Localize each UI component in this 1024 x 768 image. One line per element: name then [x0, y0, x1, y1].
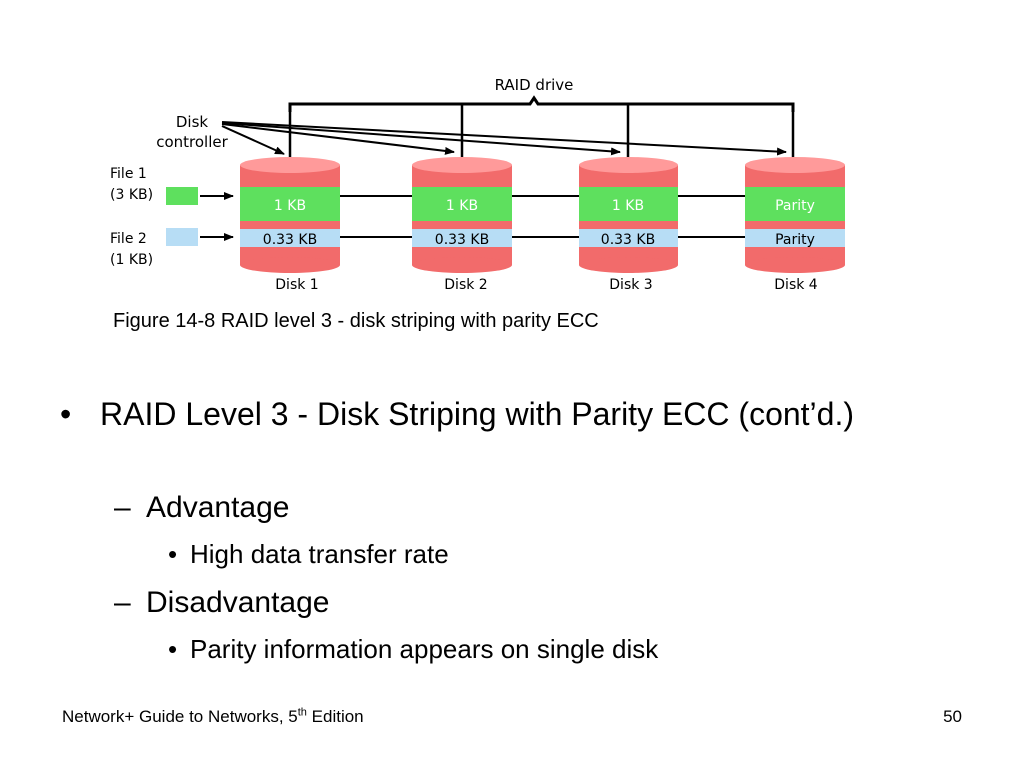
sub-bullet-advantage-text: Advantage	[146, 491, 290, 524]
bullet-dot: •	[60, 396, 72, 432]
page-number: 50	[943, 707, 962, 726]
disk-3: 1 KB 0.33 KB Disk 3	[579, 157, 678, 293]
raid-drive-label: RAID drive	[495, 76, 574, 94]
arrow-to-disk-3	[221, 122, 621, 156]
footer-title-sup: th	[297, 706, 307, 719]
disk-4-label: Disk 4	[774, 277, 818, 293]
controller-arrows	[221, 121, 787, 156]
disadvantage-detail-text: Parity information appears on single dis…	[190, 634, 659, 664]
raid-diagram: RAID drive Disk controller File 1 (3 KB)…	[110, 76, 845, 293]
disk-1: 1 KB 0.33 KB Disk 1	[240, 157, 340, 293]
sub-sub-bullet-advantage-detail: • High data transfer rate	[168, 539, 449, 569]
file1-size: (3 KB)	[110, 187, 153, 203]
footer-title-prefix: Network+ Guide to Networks, 5	[62, 707, 298, 726]
disk-3-label: Disk 3	[609, 277, 652, 293]
footer-title-suffix: Edition	[306, 707, 364, 726]
arrow-to-disk-2	[221, 123, 455, 155]
disk-1-stripe1: 1 KB	[274, 198, 306, 214]
footer-title: Network+ Guide to Networks, 5th Edition	[62, 706, 364, 728]
sub-sub-bullet-disadvantage-detail: • Parity information appears on single d…	[168, 634, 659, 664]
disk-4: Parity Parity Disk 4	[745, 157, 845, 293]
disk-2-label: Disk 2	[444, 277, 487, 293]
controller-label-line2: controller	[156, 133, 228, 151]
file1-swatch	[166, 187, 198, 205]
disk-3-stripe1: 1 KB	[612, 198, 644, 214]
disk-1-label: Disk 1	[275, 277, 318, 293]
bullet-dash: –	[114, 586, 131, 619]
sub-bullet-disadvantage-text: Disadvantage	[146, 586, 330, 619]
bullet-dot: •	[168, 634, 178, 664]
disk-3-stripe2: 0.33 KB	[601, 232, 655, 248]
disk-2-stripe1: 1 KB	[446, 198, 478, 214]
bullet-dot: •	[168, 539, 178, 569]
file2-name: File 2	[110, 231, 147, 247]
sub-bullet-advantage: – Advantage	[114, 490, 290, 526]
disk-4-stripe1: Parity	[775, 198, 815, 214]
disk-4-stripe2: Parity	[775, 232, 815, 248]
sub-bullet-disadvantage: – Disadvantage	[114, 585, 330, 621]
advantage-detail-text: High data transfer rate	[190, 539, 449, 569]
bullet-raid-level-3-text: RAID Level 3 - Disk Striping with Parity…	[100, 396, 854, 432]
file2-swatch	[166, 228, 198, 246]
disk-2: 1 KB 0.33 KB Disk 2	[412, 157, 512, 293]
arrow-to-disk-4	[221, 121, 787, 156]
arrow-to-disk-1	[221, 125, 285, 155]
disk-2-stripe2: 0.33 KB	[435, 232, 489, 248]
file2-size: (1 KB)	[110, 252, 153, 268]
bullet-raid-level-3: • RAID Level 3 - Disk Striping with Pari…	[60, 392, 900, 436]
raid-drive-bracket	[288, 95, 795, 160]
file1-name: File 1	[110, 166, 147, 182]
figure-caption: Figure 14-8 RAID level 3 - disk striping…	[113, 310, 599, 332]
bullet-dash: –	[114, 491, 131, 524]
disk-1-stripe2: 0.33 KB	[263, 232, 317, 248]
controller-label-line1: Disk	[176, 113, 209, 131]
